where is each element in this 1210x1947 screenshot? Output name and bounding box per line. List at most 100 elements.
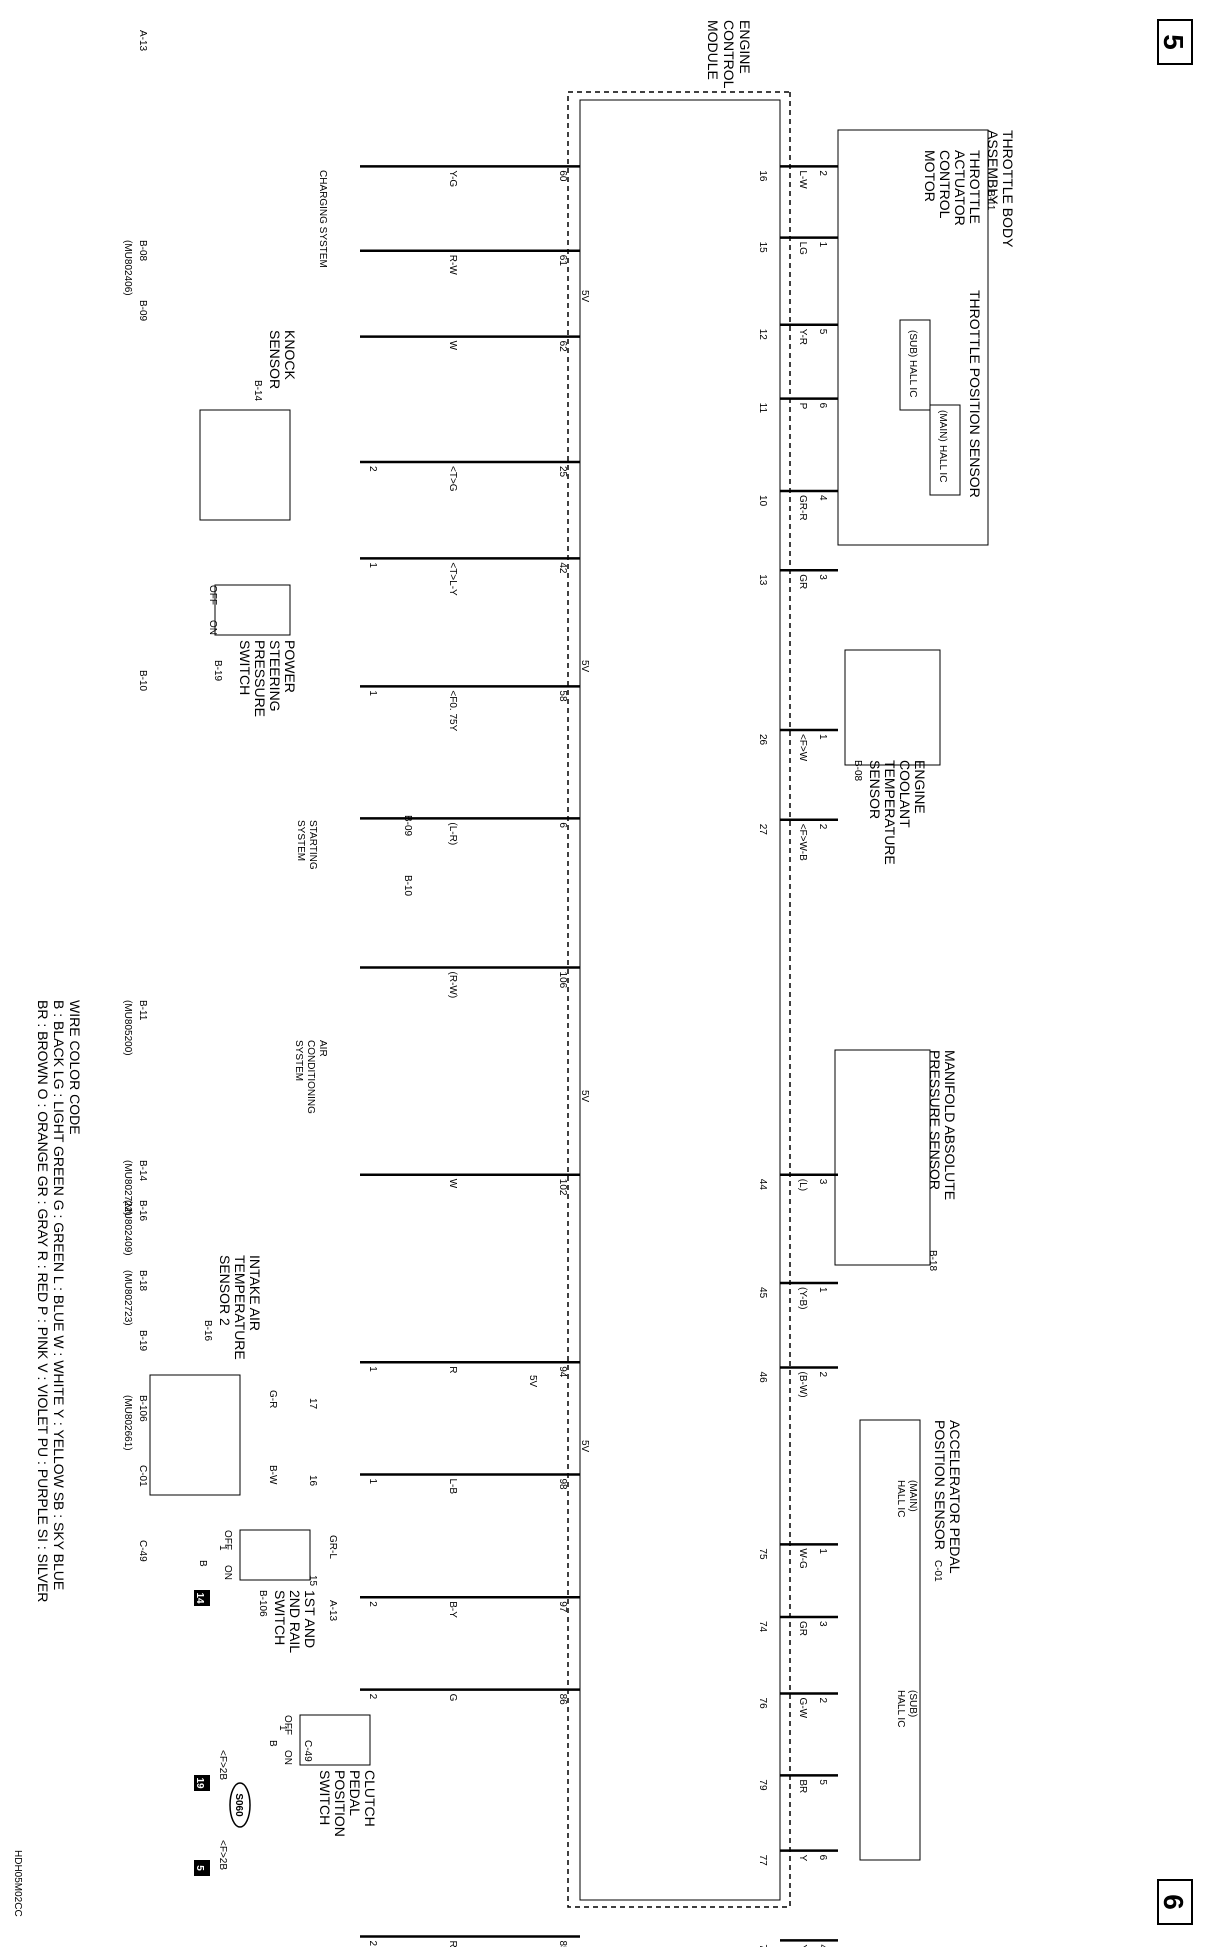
page-number-box — [1157, 19, 1193, 65]
conn-index-pn-4: (MU802723) — [122, 1270, 133, 1326]
lower-wire-color-0: Y-G — [447, 170, 458, 187]
upper-comp-pin-7: 2 — [817, 824, 828, 830]
starting-system-label-2: SYSTEM — [295, 820, 306, 861]
upper-ecm-pin-11: 75 — [757, 1548, 768, 1560]
ecm-inner-box — [579, 99, 781, 1901]
throttle-body-connector: B-11 — [985, 190, 996, 211]
upper-comp-pin-2: 5 — [817, 329, 828, 335]
legend-line-1: B : BLACK LG : LIGHT GREEN G : GREEN L :… — [51, 1000, 67, 1590]
upper-comp-pin-8: 3 — [817, 1179, 828, 1185]
upper-comp-pin-14: 5 — [817, 1779, 828, 1785]
upper-wire-color-5: GR — [797, 574, 808, 589]
conn-index-b09: B-09 — [137, 300, 148, 322]
continuation-mark-5-box — [194, 1860, 210, 1876]
lower-ecm-pin-0: 60 — [557, 170, 568, 182]
coolant-connector: B-08 — [852, 760, 863, 782]
accel-sub: (SUB) — [907, 1690, 918, 1717]
tps-sub-label: (SUB) — [907, 330, 918, 357]
conn-index-b14: B-14 — [137, 1160, 148, 1182]
lower-comp-pin-13: 2 — [367, 1940, 378, 1946]
lower-comp-pin-9: 1 — [367, 1366, 378, 1372]
rail-switch-on: ON — [222, 1565, 233, 1580]
clutch-switch-off: OFF — [282, 1715, 293, 1735]
conn-index-b19: B-19 — [137, 1330, 148, 1352]
clutch-label-2: PEDAL — [347, 1770, 363, 1816]
ac-system-label-2: CONDITIONING — [305, 1040, 316, 1114]
lower-ecm-pin-11: 97 — [557, 1601, 568, 1613]
knock-label-1: KNOCK — [282, 330, 298, 380]
mid-wire-b-1: B — [197, 1560, 208, 1567]
conn-index-pn-0: (MU802406) — [122, 240, 133, 296]
continuation-mark-5: 5 — [194, 1865, 205, 1871]
ps-label-1: POWER — [282, 640, 298, 693]
lower-comp-pin-10: 1 — [367, 1478, 378, 1484]
ac-system-label-3: SYSTEM — [293, 1040, 304, 1081]
clutch-connector: C-49 — [302, 1740, 313, 1762]
upper-comp-pin-6: 1 — [817, 734, 828, 740]
mid-pin-1a: 1 — [217, 1545, 228, 1551]
lower-wire-color-6: (L-R) — [447, 822, 458, 845]
conn-index-b18: B-18 — [137, 1270, 148, 1292]
conn-index-pn-3: (MU802409) — [122, 1200, 133, 1256]
upper-comp-pin-1: 1 — [817, 242, 828, 248]
lower-wire-color-9: R — [447, 1366, 458, 1373]
lower-comp-pin-11: 2 — [367, 1601, 378, 1607]
upper-comp-pin-12: 3 — [817, 1621, 828, 1627]
ps-connector: B-19 — [212, 660, 223, 682]
ecm-module-boundary — [567, 91, 791, 1908]
tag-b10: B-10 — [402, 875, 413, 897]
conn-index-b106: B-106 — [137, 1395, 148, 1422]
upper-comp-pin-15: 6 — [817, 1855, 828, 1861]
lower-ecm-pin-3: 25 — [557, 466, 568, 478]
lower-wire-color-12: G — [447, 1694, 458, 1702]
lower-wire-color-8: W — [447, 1179, 458, 1189]
throttle-body-label-1: THROTTLE BODY — [1000, 130, 1016, 248]
lower-ecm-pin-6: 6 — [557, 822, 568, 828]
upper-ecm-pin-6: 26 — [757, 734, 768, 746]
tps-main-hall-ic — [929, 404, 961, 496]
upper-ecm-pin-10: 46 — [757, 1372, 768, 1384]
upper-comp-pin-10: 2 — [817, 1372, 828, 1378]
starting-system-label-1: STARTING — [307, 820, 318, 870]
upper-comp-pin-11: 1 — [817, 1548, 828, 1554]
ps-switch-box — [214, 584, 291, 636]
conn-index-a13: A-13 — [137, 30, 148, 52]
map-sensor-box — [834, 1049, 931, 1266]
map-label-1: MANIFOLD ABSOLUTE — [942, 1050, 958, 1200]
ecm-label-1: ENGINE — [737, 20, 753, 74]
upper-ecm-pin-1: 15 — [757, 242, 768, 254]
upper-wire-color-2: Y-R — [797, 329, 808, 345]
accel-sub-hall: HALL IC — [895, 1690, 906, 1727]
mid-wire-b-w: B-W — [267, 1465, 278, 1485]
coolant-label-3: TEMPERATURE — [882, 760, 898, 865]
upper-ecm-pin-13: 76 — [757, 1698, 768, 1710]
upper-comp-pin-5: 3 — [817, 574, 828, 580]
lower-ecm-pin-7: 106 — [557, 972, 568, 989]
tps-sub-hall-label: HALL IC — [907, 360, 918, 397]
charging-system-label: CHARGING SYSTEM — [317, 170, 328, 268]
mid-wire-f2b-a: <F>2B — [217, 1750, 228, 1780]
ecm-label-3: MODULE — [705, 20, 721, 80]
upper-wire-color-4: GR-R — [797, 495, 808, 521]
mid-wire-f2b-b: <F>2B — [217, 1840, 228, 1870]
upper-wire-color-8: (L) — [797, 1179, 808, 1191]
lower-wire-color-4: <T>L-Y — [447, 562, 458, 596]
lower-comp-pin-12: 2 — [367, 1694, 378, 1700]
lower-ecm-pin-2: 62 — [557, 341, 568, 353]
lower-ecm-pin-9: 94 — [557, 1366, 568, 1378]
lower-wire-color-3: <T>G — [447, 466, 458, 492]
mid-pin-15: 15 — [307, 1575, 318, 1587]
upper-wire-color-15: Y — [797, 1855, 808, 1862]
page-number-next: 6 — [1158, 1894, 1189, 1910]
throttle-motor-label-3: CONTROL — [937, 150, 953, 219]
upper-ecm-pin-16: 78 — [757, 1944, 768, 1947]
conn-index-c01: C-01 — [137, 1465, 148, 1487]
conn-index-b10: B-10 — [137, 670, 148, 692]
upper-wire-color-7: <F>W-B — [797, 824, 808, 861]
lower-ecm-pin-4: 42 — [557, 562, 568, 574]
upper-wire-color-16: Y-R — [797, 1944, 808, 1947]
lower-wire-color-11: B-Y — [447, 1601, 458, 1618]
upper-wire-color-12: GR — [797, 1621, 808, 1636]
tps-main-hall-label: HALL IC — [937, 445, 948, 482]
lower-comp-pin-5: 1 — [367, 690, 378, 696]
